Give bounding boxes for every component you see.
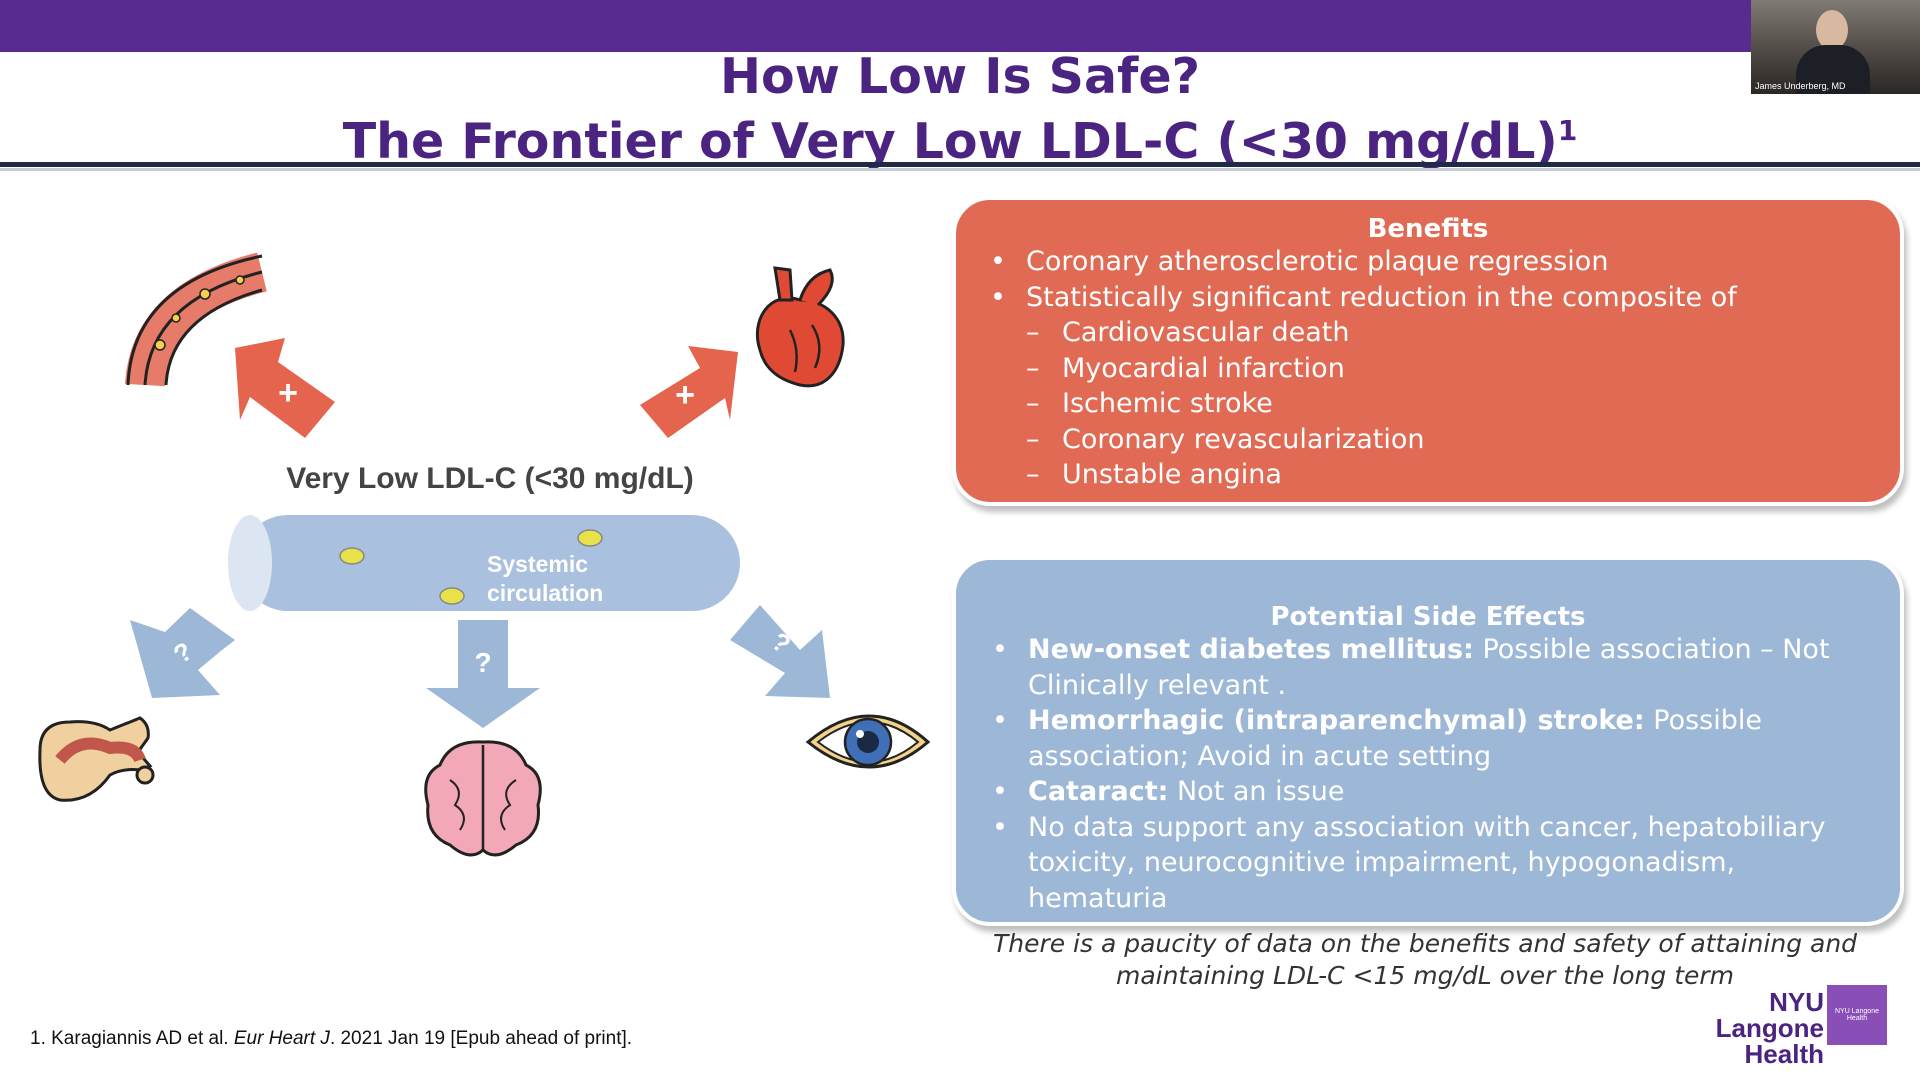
question-arrow-center: ?	[426, 620, 540, 728]
benefit-subitem: Unstable angina	[1026, 457, 1900, 493]
title-divider-shadow	[0, 168, 1920, 171]
benefits-heading: Benefits	[1367, 214, 1489, 244]
side-effect-detail: Not an issue	[1168, 776, 1345, 807]
benefits-list: Coronary atherosclerotic plaque regressi…	[956, 244, 1900, 493]
systemic-circulation-vessel	[228, 515, 740, 611]
benefit-subitem: Coronary revascularization	[1026, 422, 1900, 458]
speaker-body	[1796, 45, 1870, 94]
plus-sign-right: +	[675, 376, 695, 414]
footnote-journal: Eur Heart J	[233, 1028, 330, 1049]
title-divider	[0, 162, 1920, 167]
artery-icon	[125, 252, 268, 387]
side-effect-item: New-onset diabetes mellitus: Possible as…	[992, 632, 1870, 703]
reference-footnote: 1. Karagiannis AD et al. Eur Heart J. 20…	[30, 1028, 632, 1050]
footnote-prefix: 1. Karagiannis AD et al.	[30, 1028, 234, 1049]
side-effect-item: No data support any association with can…	[992, 810, 1870, 917]
vessel-label: Systemic circulation	[487, 550, 603, 608]
vessel-label-line1: Systemic	[487, 551, 589, 577]
logo-badge: NYU Langone Health	[1827, 985, 1887, 1045]
footnote-suffix: . 2021 Jan 19 [Epub ahead of print].	[329, 1028, 633, 1049]
question-arrow-right: ?	[730, 605, 830, 698]
side-effect-item: Hemorrhagic (intraparenchymal) stroke: P…	[992, 703, 1870, 774]
ldl-diagram: + + ? ? ?	[38, 252, 931, 857]
side-effect-term: Cataract:	[1028, 776, 1169, 807]
benefit-subitem: Myocardial infarction	[1026, 351, 1900, 387]
plus-arrow-left: +	[235, 338, 335, 438]
paucity-note: There is a paucity of data on the benefi…	[992, 929, 1858, 990]
vessel-label-line2: circulation	[487, 580, 604, 606]
title-line-2-text: The Frontier of Very Low LDL-C (<30 mg/d…	[342, 113, 1558, 170]
benefit-subitem: Ischemic stroke	[1026, 386, 1900, 422]
eye-icon	[805, 714, 931, 769]
plus-arrow-right: +	[640, 346, 738, 438]
brain-icon	[424, 740, 542, 857]
title-reference: 1	[1557, 114, 1578, 147]
title-line-2: The Frontier of Very Low LDL-C (<30 mg/d…	[0, 104, 1920, 169]
speaker-name: James Underberg, MD	[1755, 81, 1846, 91]
benefits-box: Benefits Coronary atherosclerotic plaque…	[952, 196, 1904, 506]
benefit-item: Statistically significant reduction in t…	[990, 280, 1900, 316]
question-sign-center: ?	[474, 647, 491, 678]
very-low-ldl-label: Very Low LDL-C (<30 mg/dL)	[286, 462, 694, 495]
side-effect-detail: Possible association – Not Clinically re…	[1028, 634, 1830, 701]
logo-line1: NYU Langone	[1715, 987, 1824, 1043]
benefit-subitem: Cardiovascular death	[1026, 315, 1900, 351]
slide-title: How Low Is Safe? The Frontier of Very Lo…	[0, 50, 1920, 169]
side-effect-term: New-onset diabetes mellitus:	[1028, 634, 1474, 665]
side-effect-detail: No data support any association with can…	[1028, 811, 1826, 914]
side-effects-box: Potential Side Effects New-onset diabete…	[952, 556, 1904, 926]
top-banner	[0, 0, 1920, 52]
side-effect-detail: Possible association; Avoid in acute set…	[1028, 705, 1762, 772]
pancreas-icon	[38, 716, 155, 802]
question-arrow-left: ?	[130, 608, 235, 698]
benefit-item: Coronary atherosclerotic plaque regressi…	[990, 244, 1900, 280]
logo-text: NYU Langone Health	[1660, 989, 1824, 1067]
speaker-video-tile[interactable]: James Underberg, MD	[1751, 0, 1920, 94]
plus-sign-left: +	[278, 374, 298, 412]
speaker-head	[1816, 10, 1848, 50]
heart-icon	[755, 266, 845, 388]
side-effect-term: Hemorrhagic (intraparenchymal) stroke:	[1028, 705, 1645, 736]
title-line-1: How Low Is Safe?	[720, 48, 1200, 105]
nyu-langone-logo: NYU Langone Health NYU Langone Health	[1660, 975, 1900, 1067]
logo-line2: Health	[1744, 1039, 1824, 1069]
side-effect-item: Cataract: Not an issue	[992, 774, 1870, 810]
side-effects-list: New-onset diabetes mellitus: Possible as…	[956, 632, 1900, 916]
side-effects-heading: Potential Side Effects	[1270, 602, 1586, 632]
